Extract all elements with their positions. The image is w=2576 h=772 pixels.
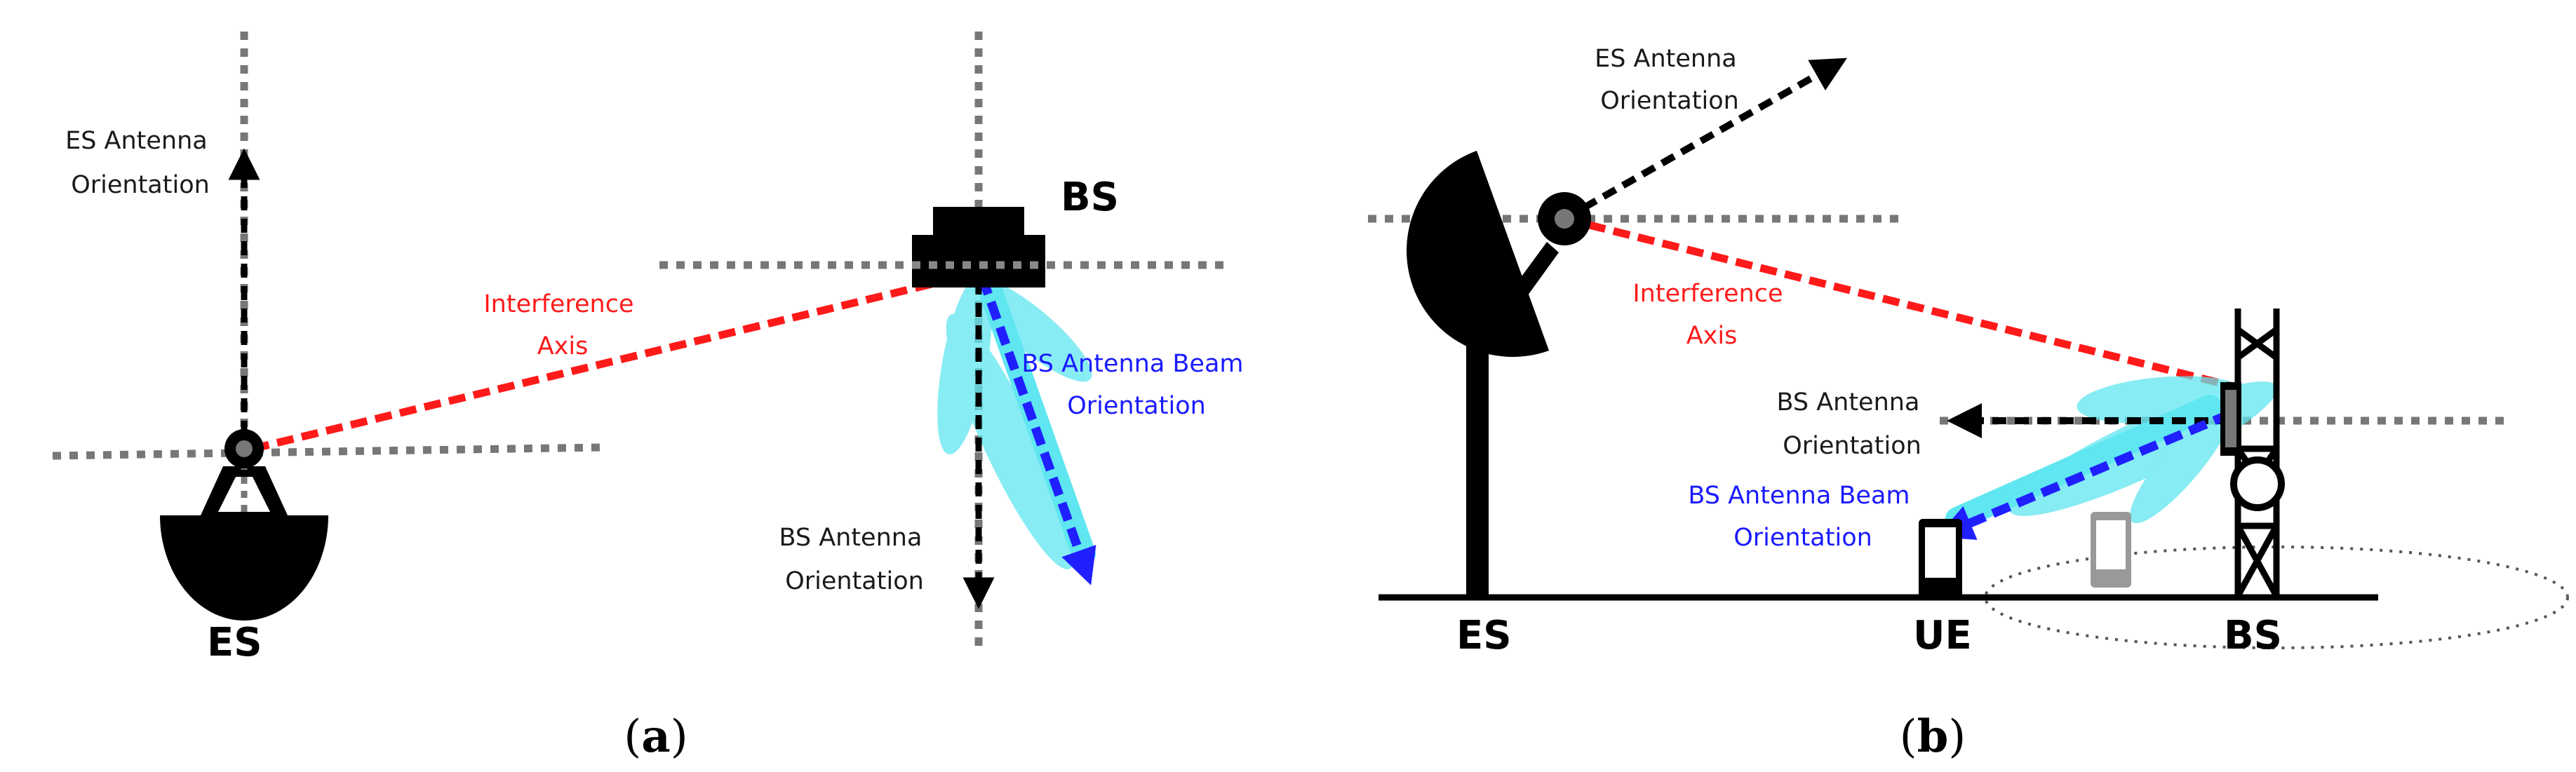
bs-antenna-panel-inner [2225, 390, 2236, 447]
es-label: ES [207, 620, 262, 665]
es-orientation-label: ES Antenna Orientation [1595, 45, 1745, 115]
bs-tower-icon [2234, 309, 2280, 598]
es-dish-icon [1407, 151, 1591, 597]
bs-orientation-label: BS Antenna Orientation [1776, 388, 1927, 460]
es-label: ES [1456, 613, 1512, 658]
es-dish-icon [160, 429, 328, 621]
interference-axis-label: Interference Axis [483, 290, 641, 360]
panel-b: ES Antenna Orientation Interference Axis… [1368, 45, 2569, 763]
bs-label: BS [1061, 175, 1119, 220]
ue-label: UE [1913, 613, 1972, 658]
caption-b: (b) [1900, 710, 1966, 763]
bs-beam-lobe-core [1945, 395, 2222, 531]
bs-orientation-label: BS Antenna Orientation [779, 524, 930, 595]
bs-coverage-ellipse [1984, 546, 2569, 649]
interference-axis-label: Interference Axis [1632, 280, 1790, 350]
caption-a: (a) [624, 710, 687, 763]
interference-axis-line [251, 269, 977, 453]
secondary-phone-icon [2091, 512, 2131, 588]
bs-beam-orientation-label: BS Antenna Beam Orientation [1021, 350, 1251, 420]
es-horizontal-reference-line [52, 443, 604, 460]
bs-beam-arrow [1936, 409, 2233, 540]
bs-label: BS [2224, 613, 2282, 658]
panel-a: ES Antenna Orientation Interference Axis… [52, 32, 1251, 763]
bs-antenna-icon [912, 207, 1045, 287]
ue-phone-icon [1919, 519, 1962, 597]
bs-dish-icon [2230, 456, 2285, 511]
es-orientation-label: ES Antenna Orientation [65, 127, 215, 199]
es-orientation-arrow [1562, 57, 1848, 222]
interference-axis-line [1563, 215, 2232, 390]
bs-beam-orientation-label: BS Antenna Beam Orientation [1688, 482, 1917, 552]
